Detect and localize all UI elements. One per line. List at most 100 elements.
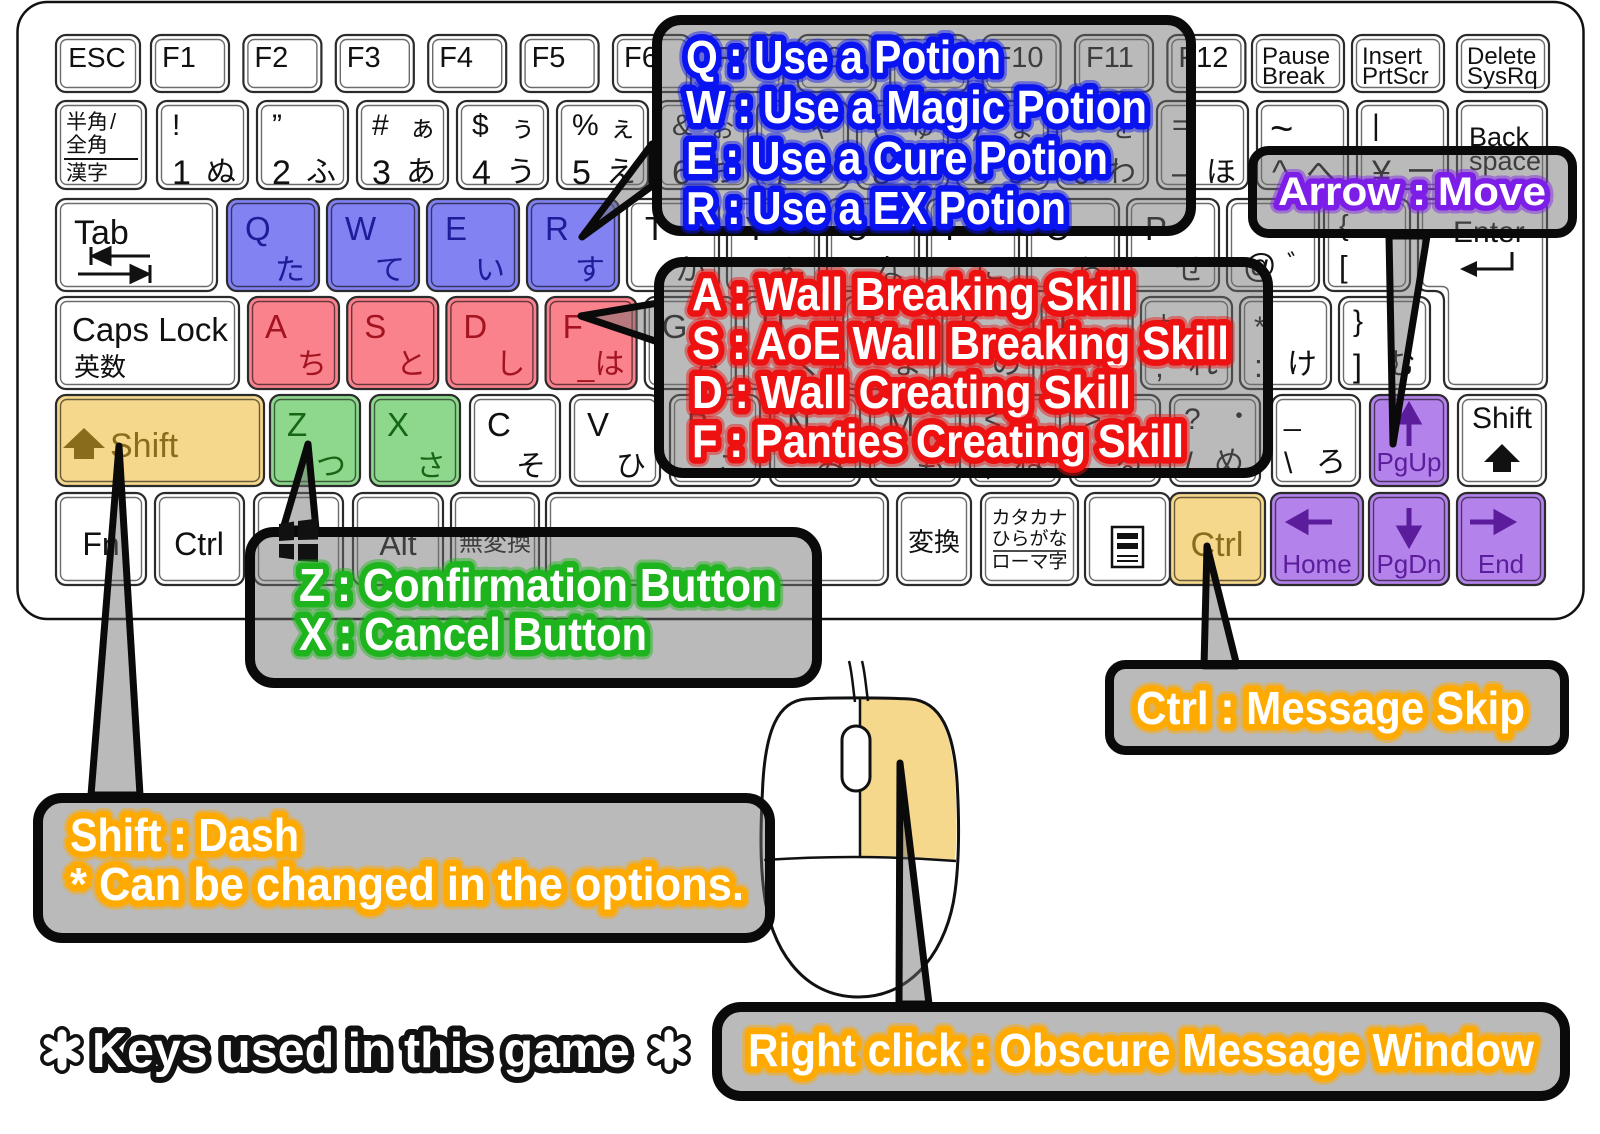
svg-text:L: L (1059, 308, 1077, 345)
svg-text:\: \ (1284, 447, 1293, 480)
svg-text:2: 2 (272, 154, 291, 192)
svg-text:S : AoE Wall Breaking Skill: S : AoE Wall Breaking Skill (692, 317, 1229, 369)
svg-text:ESC: ESC (68, 42, 126, 73)
svg-text:F : Panties Creating Skill: F : Panties Creating Skill (692, 415, 1184, 467)
svg-text:SysRq: SysRq (1467, 63, 1538, 90)
svg-text:F5: F5 (532, 42, 566, 74)
svg-text:Keys used in this game: Keys used in this game (92, 1024, 630, 1078)
svg-text:Q : Use a Potion: Q : Use a Potion (686, 31, 1001, 83)
svg-text:7: 7 (772, 154, 791, 192)
svg-text:Ctrl: Ctrl (174, 526, 224, 562)
svg-text:Arrow : Move: Arrow : Move (1278, 170, 1546, 214)
svg-text:Z: Z (287, 406, 307, 443)
svg-text:K: K (959, 308, 981, 345)
svg-text:Keys used in this game: Keys used in this game (92, 1024, 630, 1078)
svg-text:Ctrl : Message Skip: Ctrl : Message Skip (1136, 682, 1525, 734)
svg-text:V: V (587, 406, 609, 443)
svg-text:Ctrl: Ctrl (1191, 526, 1244, 564)
svg-text:F10: F10 (994, 42, 1044, 74)
svg-text:9: 9 (972, 154, 991, 192)
svg-text::: : (1254, 348, 1263, 384)
svg-text:/: / (1184, 446, 1193, 482)
svg-text:6: 6 (672, 154, 691, 192)
svg-text:Break: Break (1262, 63, 1326, 90)
svg-text:): ) (972, 109, 982, 142)
svg-text:R : Use a EX Potion: R : Use a EX Potion (686, 182, 1066, 234)
svg-text:|: | (1372, 109, 1380, 142)
svg-text:Arrow : Move: Arrow : Move (1278, 170, 1546, 214)
svg-text:Q : Use a Potion: Q : Use a Potion (686, 31, 1001, 83)
svg-text:S: S (364, 308, 386, 345)
svg-text:F8: F8 (809, 42, 843, 74)
svg-text:Delete: Delete (1467, 43, 1536, 70)
svg-text:F9: F9 (901, 42, 935, 74)
svg-text:S : AoE Wall Breaking Skill: S : AoE Wall Breaking Skill (692, 317, 1229, 369)
svg-text:?: ? (1184, 403, 1201, 436)
svg-text:{: { (1339, 210, 1349, 242)
svg-text:Shift : Dash: Shift : Dash (70, 809, 299, 861)
svg-text:X: X (387, 406, 409, 443)
svg-text:X : Cancel Button: X : Cancel Button (299, 608, 647, 660)
svg-text:C: C (487, 406, 511, 443)
svg-text:,: , (984, 446, 993, 482)
svg-text:X : Cancel Button: X : Cancel Button (299, 608, 647, 660)
svg-text:B: B (687, 406, 709, 443)
svg-text:E : Use a Cure Potion: E : Use a Cure Potion (686, 132, 1108, 184)
svg-text:A : Wall Breaking Skill: A : Wall Breaking Skill (692, 268, 1133, 320)
svg-text:F: F (563, 308, 583, 345)
svg-text:(: ( (872, 109, 882, 142)
svg-text:H: H (761, 308, 785, 345)
svg-text:PrtScr: PrtScr (1362, 63, 1429, 90)
svg-text:D : Wall Creating Skill: D : Wall Creating Skill (692, 366, 1131, 418)
svg-text:F3: F3 (347, 42, 381, 74)
svg-text:$: $ (472, 109, 489, 142)
svg-text:Ctrl : Message Skip: Ctrl : Message Skip (1136, 682, 1525, 734)
svg-text:<: < (984, 403, 1002, 436)
svg-text:Shift : Dash: Shift : Dash (70, 809, 299, 861)
svg-text:[: [ (1339, 249, 1348, 284)
svg-text:F1: F1 (162, 42, 196, 74)
svg-text:Z : Confirmation Button: Z : Confirmation Button (299, 559, 777, 611)
svg-text:F : Panties Creating Skill: F : Panties Creating Skill (692, 415, 1184, 467)
svg-text:5: 5 (572, 154, 591, 192)
svg-text:A : Wall Breaking Skill: A : Wall Breaking Skill (692, 268, 1133, 320)
svg-text:R: R (545, 210, 569, 247)
svg-text:Right click : Obscure Message: Right click : Obscure Message Window (748, 1024, 1534, 1076)
svg-text:Q : Use a Potion: Q : Use a Potion (686, 31, 1001, 83)
svg-text:Tab: Tab (74, 214, 129, 252)
svg-text:E : Use a Cure Potion: E : Use a Cure Potion (686, 132, 1108, 184)
svg-text:* Can be changed in the option: * Can be changed in the options. (70, 858, 744, 910)
svg-text:D : Wall Creating Skill: D : Wall Creating Skill (692, 366, 1131, 418)
svg-text:#: # (372, 109, 389, 142)
svg-text:F7: F7 (716, 42, 750, 74)
svg-text:W : Use a Magic Potion: W : Use a Magic Potion (686, 81, 1147, 133)
svg-text:&: & (672, 109, 692, 142)
svg-text:PgUp: PgUp (1376, 447, 1441, 477)
svg-text:Arrow : Move: Arrow : Move (1278, 170, 1546, 214)
svg-text:+: + (1155, 305, 1173, 338)
svg-text:!: ! (172, 109, 180, 142)
svg-text:Right click : Obscure Message: Right click : Obscure Message Window (748, 1024, 1534, 1076)
svg-text:Right click : Obscure Message: Right click : Obscure Message Window (748, 1024, 1534, 1076)
svg-text:G: G (662, 308, 688, 345)
svg-text:F : Panties Creating Skill: F : Panties Creating Skill (692, 415, 1184, 467)
svg-text:_: _ (874, 350, 893, 383)
svg-text:>: > (1084, 403, 1102, 436)
svg-text:* Can be changed in the option: * Can be changed in the options. (70, 858, 744, 910)
svg-text:~: ~ (1270, 107, 1293, 151)
svg-text:1: 1 (172, 154, 191, 192)
svg-text:Caps Lock: Caps Lock (72, 311, 228, 348)
svg-text:Insert: Insert (1362, 43, 1422, 70)
svg-text:¥: ¥ (1371, 154, 1391, 192)
svg-text:W : Use a Magic Potion: W : Use a Magic Potion (686, 81, 1147, 133)
svg-text:D : Wall Creating Skill: D : Wall Creating Skill (692, 366, 1131, 418)
svg-text:A : Wall Breaking Skill: A : Wall Breaking Skill (692, 268, 1133, 320)
svg-text:.: . (1084, 446, 1093, 482)
svg-text:Home: Home (1282, 549, 1351, 579)
svg-text:S : AoE Wall Breaking Skill: S : AoE Wall Breaking Skill (692, 317, 1229, 369)
svg-text:Ctrl : Message Skip: Ctrl : Message Skip (1136, 682, 1525, 734)
svg-text:3: 3 (372, 154, 391, 192)
svg-text:N: N (787, 406, 811, 443)
svg-text:End: End (1478, 549, 1524, 579)
svg-text:E : Use a Cure Potion: E : Use a Cure Potion (686, 132, 1108, 184)
